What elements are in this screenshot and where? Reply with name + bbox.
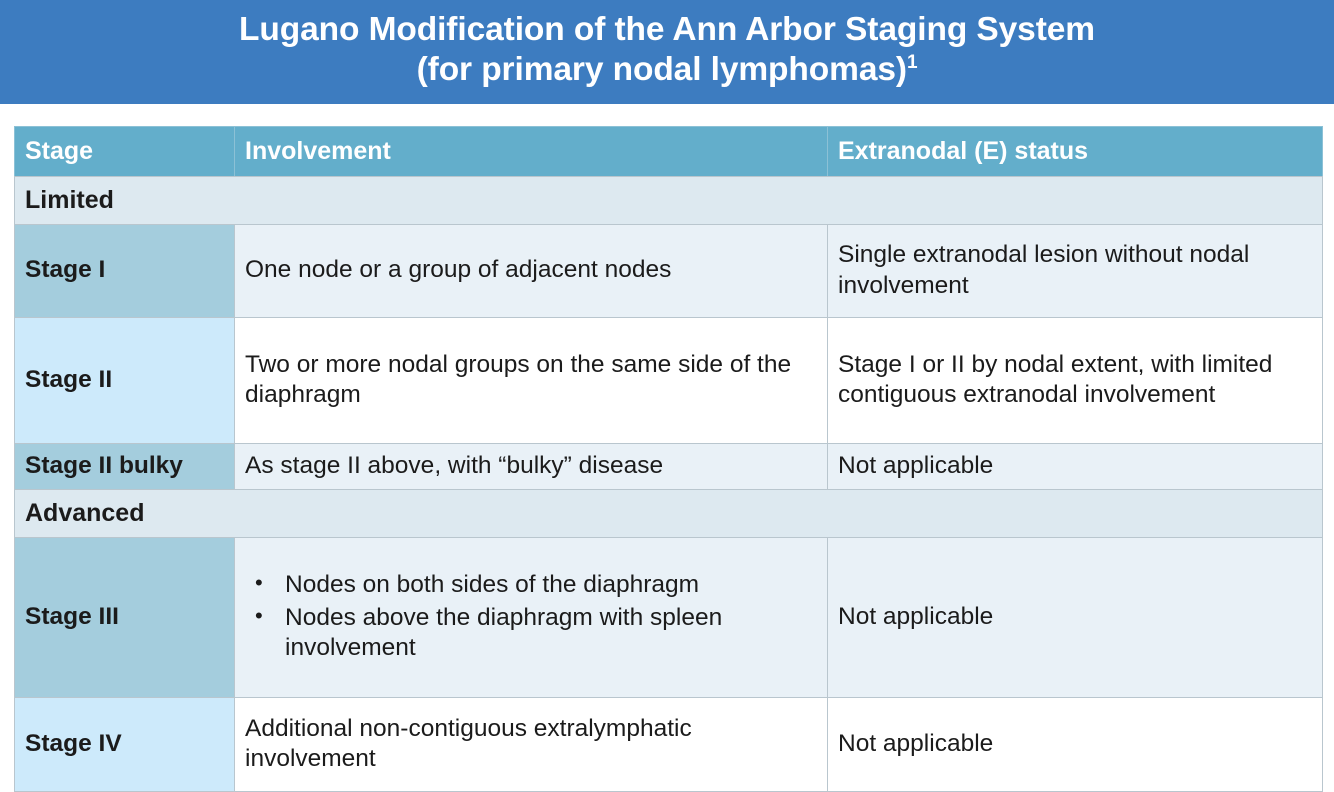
extranodal-stage-1: Single extranodal lesion without nodal i… [827,224,1323,318]
staging-table-container: Stage Involvement Extranodal (E) status … [0,104,1334,792]
title-banner: Lugano Modification of the Ann Arbor Sta… [0,0,1334,104]
involvement-bullet-list-stage-3: Nodes on both sides of the diaphragm Nod… [245,569,817,664]
column-header-stage: Stage [14,126,235,177]
list-item: Nodes above the diaphragm with spleen in… [249,602,817,664]
staging-table: Stage Involvement Extranodal (E) status … [14,126,1323,792]
title-footnote-marker: 1 [906,51,918,73]
involvement-stage-2: Two or more nodal groups on the same sid… [234,317,828,444]
table-row: Stage II Two or more nodal groups on the… [14,317,1323,444]
extranodal-stage-3: Not applicable [827,537,1323,698]
stage-label-stage-3: Stage III [14,537,235,698]
table-row: Stage II bulky As stage II above, with “… [14,443,1323,490]
title-subtitle-text: (for primary nodal lymphomas) [416,51,907,88]
stage-label-stage-4: Stage IV [14,697,235,792]
table-header-row: Stage Involvement Extranodal (E) status [14,126,1323,177]
title-line-primary: Lugano Modification of the Ann Arbor Sta… [239,11,1095,49]
section-label-advanced: Advanced [14,489,1323,538]
section-row-limited: Limited [14,176,1323,225]
extranodal-stage-4: Not applicable [827,697,1323,792]
stage-label-stage-1: Stage I [14,224,235,318]
section-label-limited: Limited [14,176,1323,225]
involvement-stage-1: One node or a group of adjacent nodes [234,224,828,318]
title-line-secondary: (for primary nodal lymphomas)1 [417,50,918,90]
table-row: Stage I One node or a group of adjacent … [14,224,1323,318]
stage-label-stage-2: Stage II [14,317,235,444]
involvement-stage-2-bulky: As stage II above, with “bulky” disease [234,443,828,490]
column-header-extranodal-status: Extranodal (E) status [827,126,1323,177]
involvement-stage-4: Additional non-contiguous extralymphatic… [234,697,828,792]
table-row: Stage IV Additional non-contiguous extra… [14,697,1323,792]
extranodal-stage-2: Stage I or II by nodal extent, with limi… [827,317,1323,444]
section-row-advanced: Advanced [14,489,1323,538]
stage-label-stage-2-bulky: Stage II bulky [14,443,235,490]
extranodal-stage-2-bulky: Not applicable [827,443,1323,490]
table-row: Stage III Nodes on both sides of the dia… [14,537,1323,698]
column-header-involvement: Involvement [234,126,828,177]
list-item: Nodes on both sides of the diaphragm [249,569,817,600]
involvement-stage-3: Nodes on both sides of the diaphragm Nod… [234,537,828,698]
